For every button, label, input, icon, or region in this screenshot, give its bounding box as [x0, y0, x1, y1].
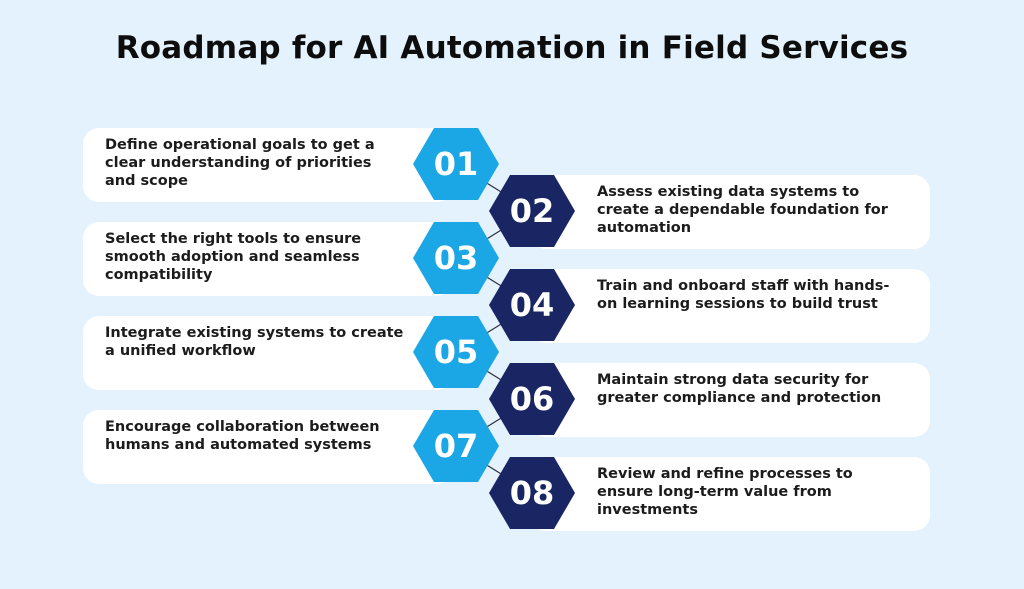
step-hexagon-08: 08 — [488, 455, 576, 531]
step-card-06: Maintain strong data security for greate… — [530, 363, 930, 437]
step-text: Assess existing data systems to create a… — [597, 184, 888, 236]
hexagon-shape — [413, 410, 499, 482]
step-number: 03 — [433, 239, 479, 277]
page-title: Roadmap for AI Automation in Field Servi… — [115, 30, 909, 66]
step-text: Encourage collaboration between humans a… — [105, 419, 380, 453]
step-card-05: Integrate existing systems to create a u… — [83, 316, 453, 390]
step-card-03: Select the right tools to ensure smooth … — [83, 222, 453, 296]
step-text: Review and refine processes to ensure lo… — [597, 466, 853, 518]
step-hexagon-02: 02 — [488, 173, 576, 249]
hexagon-shape — [489, 269, 575, 341]
step-text: Define operational goals to get a clear … — [105, 137, 375, 189]
step-card-02: Assess existing data systems to create a… — [530, 175, 930, 249]
step-number: 04 — [509, 286, 555, 324]
step-card-08: Review and refine processes to ensure lo… — [530, 457, 930, 531]
hexagon-shape — [489, 363, 575, 435]
step-card-07: Encourage collaboration between humans a… — [83, 410, 453, 484]
step-number: 05 — [433, 333, 479, 371]
step-text: Select the right tools to ensure smooth … — [105, 231, 362, 283]
hexagon-shape — [413, 128, 499, 200]
step-card-01: Define operational goals to get a clear … — [83, 128, 453, 202]
step-number: 07 — [433, 427, 479, 465]
step-hexagon-03: 03 — [412, 220, 500, 296]
step-text: Integrate existing systems to create a u… — [105, 325, 404, 359]
hexagon-shape — [489, 175, 575, 247]
step-hexagon-01: 01 — [412, 126, 500, 202]
step-number: 08 — [509, 474, 555, 512]
step-number: 02 — [509, 192, 555, 230]
step-hexagon-04: 04 — [488, 267, 576, 343]
hexagon-shape — [489, 457, 575, 529]
step-number: 01 — [433, 145, 479, 183]
step-hexagon-07: 07 — [412, 408, 500, 484]
step-text: Maintain strong data security for greate… — [597, 372, 882, 406]
step-hexagon-06: 06 — [488, 361, 576, 437]
step-text: Train and onboard staff with hands-on le… — [597, 278, 890, 312]
hexagon-shape — [413, 316, 499, 388]
step-number: 06 — [509, 380, 555, 418]
hexagon-shape — [413, 222, 499, 294]
step-hexagon-05: 05 — [412, 314, 500, 390]
step-card-04: Train and onboard staff with hands-on le… — [530, 269, 930, 343]
